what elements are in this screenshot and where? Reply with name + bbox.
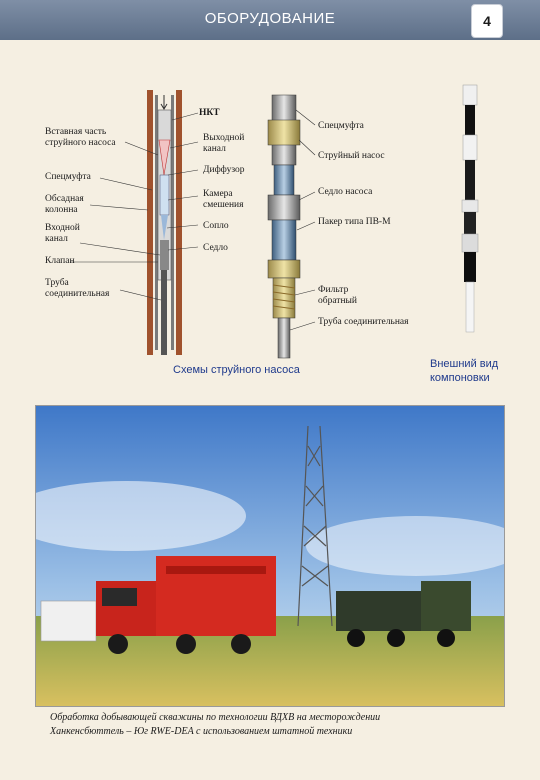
label-outlet-1: Выходной <box>203 133 245 143</box>
caption-external-2: компоновки <box>430 372 490 384</box>
label-valve: Клапан <box>45 256 75 266</box>
label-inlet-2: канал <box>45 234 68 244</box>
jet-pump-schematic-drawing <box>70 90 199 355</box>
label-insert-1: Вставная часть <box>45 127 107 137</box>
label-casing-2: колонна <box>45 205 78 215</box>
label-nozzle: Сопло <box>203 221 229 231</box>
label-pipe-2: соединительная <box>45 289 110 299</box>
label-packer: Пакер типа ПВ-М <box>318 217 391 227</box>
photo-caption-line-2: Ханкенсбюттель – Юг RWE-DEA с использова… <box>50 726 353 737</box>
label-filter-1: Фильтр <box>318 285 349 295</box>
page-title: ОБОРУДОВАНИЕ <box>204 10 336 27</box>
label-connecting-pipe: Труба соединительная <box>318 317 409 327</box>
label-pipe-1: Труба <box>45 278 69 288</box>
photo-caption-line-1: Обработка добывающей скважины по техноло… <box>50 712 381 723</box>
label-seat: Седло <box>203 243 228 253</box>
header-band <box>0 0 540 40</box>
page-number-badge: 4 <box>471 4 503 38</box>
label-casing-1: Обсадная <box>45 194 84 204</box>
external-view-image <box>461 84 479 333</box>
label-nkt: НКТ <box>199 108 220 118</box>
pump-assembly-drawing <box>267 94 316 359</box>
label-specmufta-left: Спецмуфта <box>45 172 91 182</box>
label-jet-pump: Струйный насос <box>318 151 385 161</box>
label-outlet-2: канал <box>203 144 226 154</box>
caption-external-1: Внешний вид <box>430 358 499 370</box>
label-filter-2: обратный <box>318 296 358 306</box>
label-chamber-2: смешения <box>203 200 244 210</box>
label-inlet-1: Входной <box>45 223 80 233</box>
field-photo <box>35 405 505 707</box>
label-chamber-1: Камера <box>203 189 233 199</box>
label-pump-seat: Седло насоса <box>318 187 373 197</box>
caption-schemes: Схемы струйного насоса <box>173 364 300 376</box>
label-insert-2: струйного насоса <box>45 138 116 148</box>
label-specmufta-right: Спецмуфта <box>318 121 364 131</box>
photo-caption: Обработка добывающей скважины по техноло… <box>50 711 500 739</box>
label-diffuser: Диффузор <box>203 165 245 175</box>
